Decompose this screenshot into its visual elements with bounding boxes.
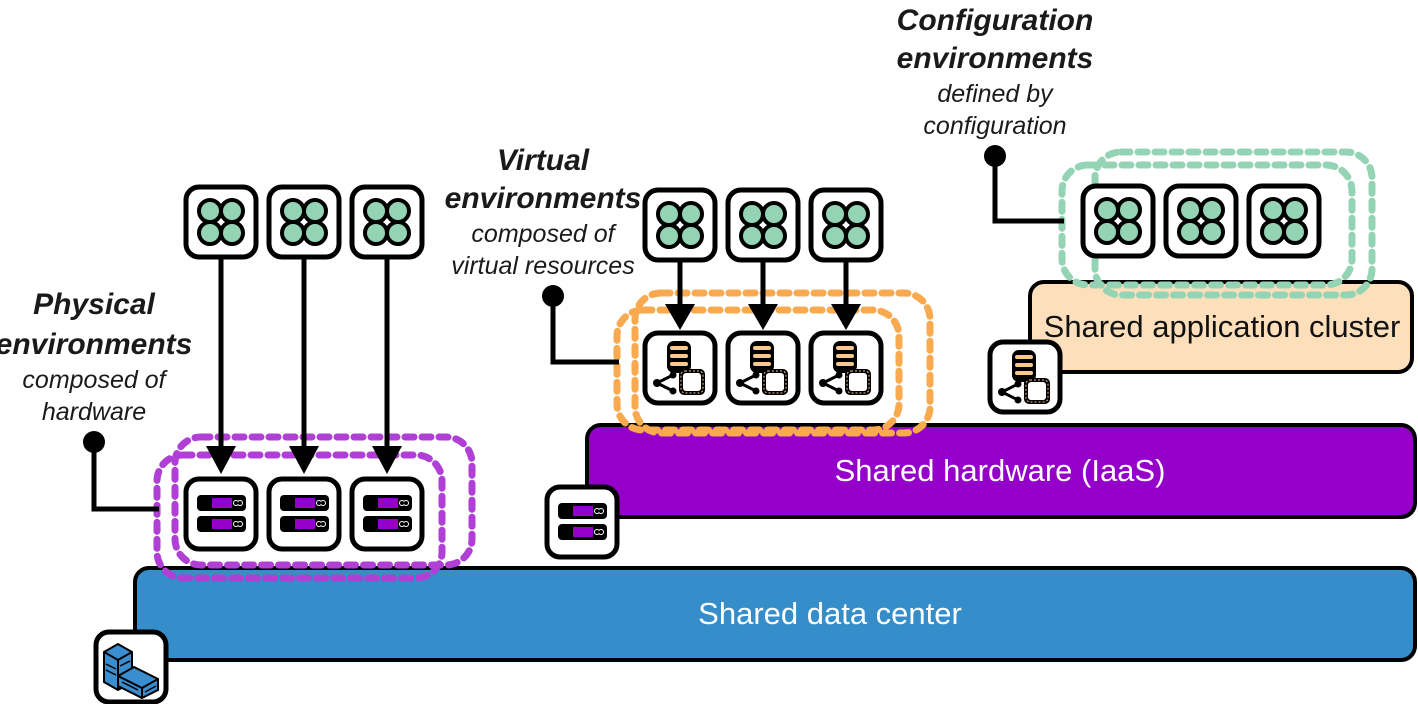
arrow-head: [289, 446, 319, 474]
shared-hardware-layer: Shared hardware (IaaS): [547, 423, 1417, 557]
database-chip-icon: [811, 333, 881, 403]
database-chip-icon: [990, 342, 1060, 412]
virtual-boundary-1: [613, 306, 903, 434]
application-icon: [1083, 186, 1153, 256]
physical-title-2: environments: [0, 328, 192, 361]
database-chip-icon: [645, 333, 715, 403]
application-icon: [186, 187, 256, 257]
callout-line: [91, 442, 159, 512]
shared-app-cluster-layer: Shared application cluster: [990, 280, 1414, 412]
data-center-bar: [133, 566, 1417, 662]
arrow-head: [748, 304, 778, 330]
app-cluster-label: Shared application cluster: [1044, 309, 1401, 344]
arrow-head: [831, 304, 861, 330]
application-icon: [728, 190, 798, 260]
callout-line: [550, 296, 619, 365]
arrow-head: [665, 304, 695, 330]
config-sub-1: defined by: [937, 80, 1054, 108]
physical-sub-2: hardware: [42, 398, 146, 426]
server-icon: [186, 479, 256, 549]
hardware-bar: [585, 423, 1417, 519]
virtual-boundary-2: [631, 289, 934, 437]
shared-data-center-layer: Shared data center: [96, 566, 1417, 702]
hardware-label: Shared hardware (IaaS): [835, 453, 1166, 488]
config-title-2: environments: [897, 42, 1094, 75]
server-icon: [352, 479, 422, 549]
application-icon: [811, 190, 881, 260]
application-icon: [352, 187, 422, 257]
application-icon: [269, 187, 339, 257]
arrow-head: [206, 446, 236, 474]
application-icon: [1166, 186, 1236, 256]
physical-boundary-2: [171, 433, 476, 569]
virtual-title-2: environments: [445, 182, 642, 215]
config-boundary-1: [1058, 161, 1356, 289]
callout-line: [992, 156, 1064, 224]
physical-environments-group: Physical environments composed of hardwa…: [0, 187, 476, 582]
server-icon: [269, 479, 339, 549]
virtual-title-1: Virtual: [497, 144, 590, 177]
physical-sub-1: composed of: [22, 366, 168, 394]
config-title-1: Configuration: [897, 4, 1094, 37]
application-icon: [645, 190, 715, 260]
data-center-label: Shared data center: [698, 596, 962, 631]
config-sub-2: configuration: [923, 112, 1066, 140]
virtual-sub-2: virtual resources: [451, 252, 634, 280]
building-icon: [96, 632, 166, 702]
server-icon: [547, 487, 617, 557]
configuration-environments-group: Configuration environments defined by co…: [897, 4, 1376, 299]
application-icon: [1249, 186, 1319, 256]
arrow-head: [372, 446, 402, 474]
virtual-environments-group: Virtual environments composed of virtual…: [445, 144, 934, 437]
physical-title-1: Physical: [33, 288, 155, 321]
virtual-sub-1: composed of: [471, 220, 617, 248]
database-chip-icon: [728, 333, 798, 403]
